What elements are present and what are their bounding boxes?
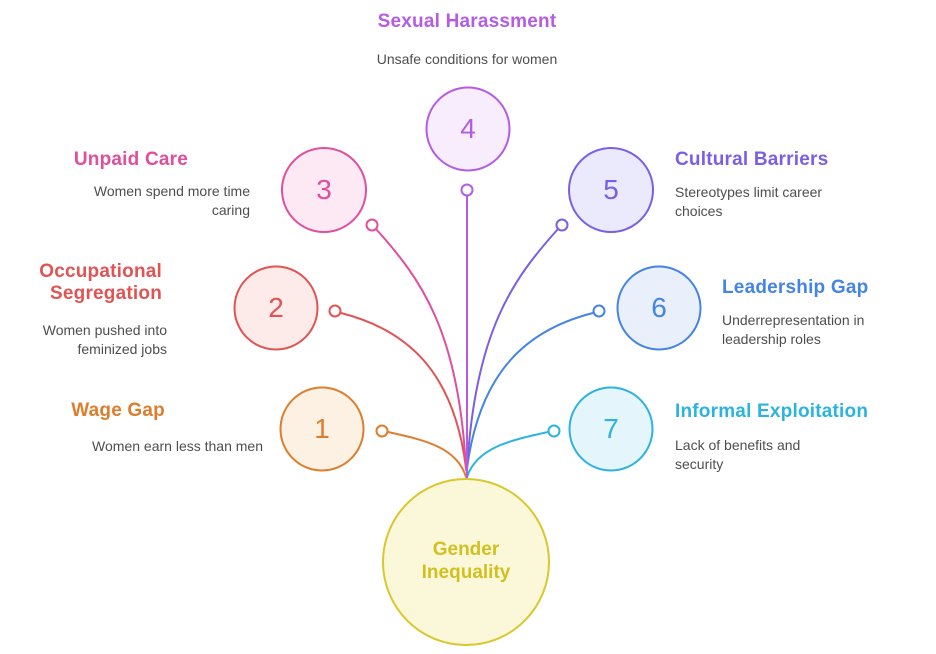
node-circle-7 bbox=[568, 386, 654, 472]
center-topic-label: Gender Inequality bbox=[421, 539, 511, 583]
node-circle-2 bbox=[233, 265, 319, 351]
center-circle bbox=[382, 478, 550, 646]
node-number-7: 7 bbox=[603, 413, 619, 444]
node-description-informal-exploitation: Lack of benefits and security bbox=[675, 437, 801, 472]
node-circle-6 bbox=[616, 265, 702, 351]
node-circle-1 bbox=[279, 386, 365, 472]
connector-dot-1 bbox=[375, 424, 389, 438]
node-title-occupational-segregation: Occupational Segregation bbox=[39, 261, 162, 304]
node-circle-5 bbox=[568, 147, 654, 233]
connector-dot-6 bbox=[592, 304, 606, 318]
node-number-1: 1 bbox=[314, 413, 330, 444]
node-number-5: 5 bbox=[603, 174, 619, 205]
node-circle-4 bbox=[425, 86, 511, 172]
node-description-occupational-segregation: Women pushed into feminized jobs bbox=[42, 322, 167, 357]
connector-curve-2 bbox=[340, 312, 467, 469]
connector-curve-3 bbox=[375, 228, 467, 471]
node-title-informal-exploitation: Informal Exploitation bbox=[675, 401, 869, 422]
node-title-wage-gap: Wage Gap bbox=[71, 400, 165, 421]
node-description-wage-gap: Women earn less than men bbox=[92, 438, 263, 454]
connector-curve-6 bbox=[466, 312, 594, 469]
node-circle-3 bbox=[281, 147, 367, 233]
connector-dot-5 bbox=[555, 218, 569, 232]
node-title-sexual-harassment: Sexual Harassment bbox=[377, 11, 557, 32]
node-description-unpaid-care: Women spend more time caring bbox=[93, 183, 250, 218]
connector-dot-2 bbox=[328, 304, 342, 318]
node-description-leadership-gap: Underrepresentation in leadership roles bbox=[722, 312, 865, 347]
connector-curve-7 bbox=[466, 431, 549, 478]
connector-curve-1 bbox=[387, 431, 467, 478]
node-title-unpaid-care: Unpaid Care bbox=[73, 149, 188, 170]
node-number-2: 2 bbox=[268, 292, 284, 323]
node-number-6: 6 bbox=[651, 292, 667, 323]
node-description-cultural-barriers: Stereotypes limit career choices bbox=[675, 184, 823, 219]
connector-dot-3 bbox=[365, 218, 379, 232]
node-description-sexual-harassment: Unsafe conditions for women bbox=[376, 51, 558, 67]
node-number-3: 3 bbox=[316, 174, 332, 205]
connector-dot-4 bbox=[460, 183, 474, 197]
connector-dot-7 bbox=[547, 424, 561, 438]
node-title-leadership-gap: Leadership Gap bbox=[722, 277, 869, 298]
node-number-4: 4 bbox=[460, 113, 476, 144]
connector-curve-5 bbox=[466, 228, 559, 471]
node-title-cultural-barriers: Cultural Barriers bbox=[675, 149, 829, 170]
